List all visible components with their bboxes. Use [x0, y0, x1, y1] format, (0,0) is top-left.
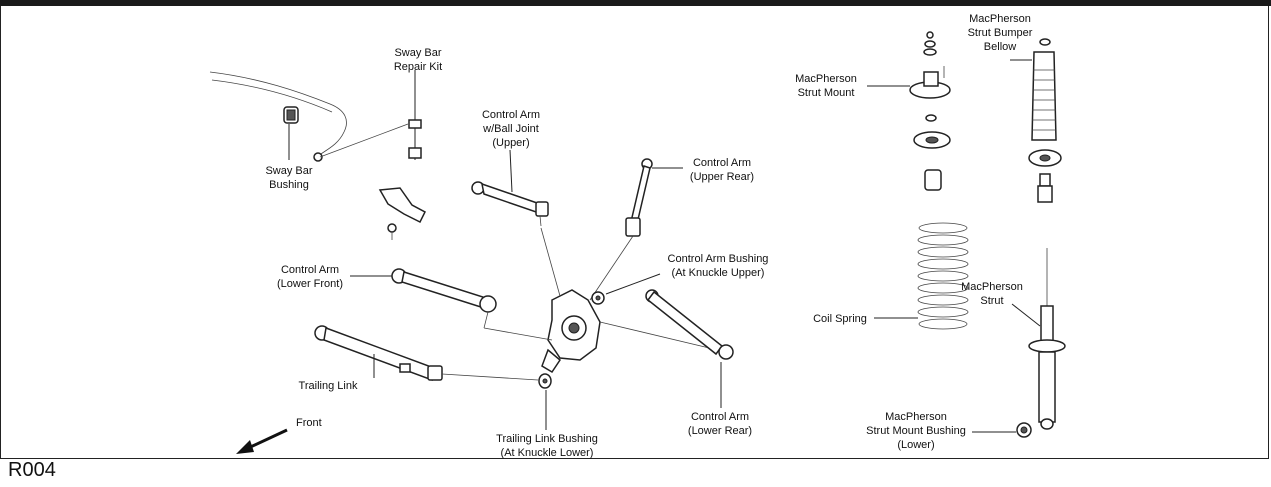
diagram-frame: [0, 6, 1269, 459]
coil-spring-text: Coil Spring: [813, 313, 867, 325]
front-text: Front: [296, 417, 322, 429]
label-coil-spring: Coil Spring: [813, 313, 867, 325]
top-border: [0, 0, 1271, 6]
control-arm-lower-rear-line2: (Lower Rear): [688, 425, 752, 437]
front-arrow: [236, 428, 288, 454]
sway-bar: [209, 71, 347, 162]
strut-mount-bushing-lower-line3: (Lower): [897, 439, 934, 451]
control-arm-lower-front-line1: Control Arm: [281, 264, 339, 276]
label-control-arm-lower-front: Control Arm (Lower Front): [277, 264, 343, 290]
sway-bar-repair-kit-line1: Sway Bar: [394, 47, 441, 59]
knuckle: [540, 227, 727, 374]
control-arm-lower-rear: [645, 289, 734, 360]
label-strut-mount-bushing-lower: MacPherson Strut Mount Bushing (Lower): [866, 411, 966, 451]
trailing-link-bushing: [538, 373, 552, 389]
control-arm-upper-rear-line1: Control Arm: [693, 157, 751, 169]
control-arm-lower-front: [391, 268, 553, 341]
control-arm-upper-line3: (Upper): [492, 137, 529, 149]
label-trailing-link: Trailing Link: [299, 380, 358, 392]
trailing-link-bushing-line2: (At Knuckle Lower): [501, 447, 594, 459]
control-arm-upper: [471, 181, 549, 227]
trailing-link-text: Trailing Link: [299, 380, 358, 392]
label-sway-bar-repair-kit: Sway Bar Repair Kit: [394, 47, 442, 73]
strut-bumper-bellow-line1: MacPherson: [969, 13, 1031, 25]
control-arm-upper-rear: [625, 158, 653, 237]
label-control-arm-lower-rear: Control Arm (Lower Rear): [688, 411, 752, 437]
control-arm-upper-line2: w/Ball Joint: [482, 123, 539, 135]
label-control-arm-upper: Control Arm w/Ball Joint (Upper): [482, 109, 540, 149]
control-arm-bushing-upper: [591, 291, 605, 305]
label-control-arm-bushing-upper: Control Arm Bushing (At Knuckle Upper): [668, 253, 769, 279]
label-control-arm-upper-rear: Control Arm (Upper Rear): [690, 157, 754, 183]
strut-mount-bushing-lower-line1: MacPherson: [885, 411, 947, 423]
strut-mount-stack: [909, 31, 951, 191]
macpherson-strut: [1028, 248, 1066, 430]
sway-bar-bushing-line1: Sway Bar: [265, 165, 312, 177]
macpherson-strut-line2: Strut: [980, 295, 1003, 307]
strut-mount-bushing-lower: [1016, 422, 1032, 438]
label-sway-bar-bushing: Sway Bar Bushing: [265, 165, 312, 191]
control-arm-upper-line1: Control Arm: [482, 109, 540, 121]
coil-spring: [917, 222, 969, 330]
control-arm-lower-rear-line1: Control Arm: [691, 411, 749, 423]
control-arm-lower-front-line2: (Lower Front): [277, 278, 343, 290]
trailing-link: [314, 325, 539, 382]
sway-bar-bushing-line2: Bushing: [269, 179, 309, 191]
control-arm-bushing-upper-line2: (At Knuckle Upper): [672, 267, 765, 279]
trailing-link-bushing-line1: Trailing Link Bushing: [496, 433, 598, 445]
macpherson-strut-line1: MacPherson: [961, 281, 1023, 293]
strut-bumper-bellow-line3: Bellow: [984, 41, 1016, 53]
label-macpherson-strut: MacPherson Strut: [961, 281, 1023, 307]
label-trailing-link-bushing: Trailing Link Bushing (At Knuckle Lower): [496, 433, 598, 459]
label-strut-mount: MacPherson Strut Mount: [795, 73, 857, 99]
strut-mount-line1: MacPherson: [795, 73, 857, 85]
strut-mount-bushing-lower-line2: Strut Mount Bushing: [866, 425, 966, 437]
sway-bar-link: [319, 119, 426, 240]
control-arm-bushing-upper-line1: Control Arm Bushing: [668, 253, 769, 265]
sway-bar-repair-kit-line2: Repair Kit: [394, 61, 442, 73]
figure-code: R004: [8, 459, 56, 481]
strut-mount-line2: Strut Mount: [798, 87, 855, 99]
strut-bumper-bellow-line2: Strut Bumper: [968, 27, 1033, 39]
control-arm-upper-rear-line2: (Upper Rear): [690, 171, 754, 183]
leader-lines: [288, 59, 1041, 433]
strut-bumper-bellow: [1028, 38, 1062, 203]
label-strut-bumper-bellow: MacPherson Strut Bumper Bellow: [968, 13, 1033, 53]
label-front: Front: [296, 417, 322, 429]
